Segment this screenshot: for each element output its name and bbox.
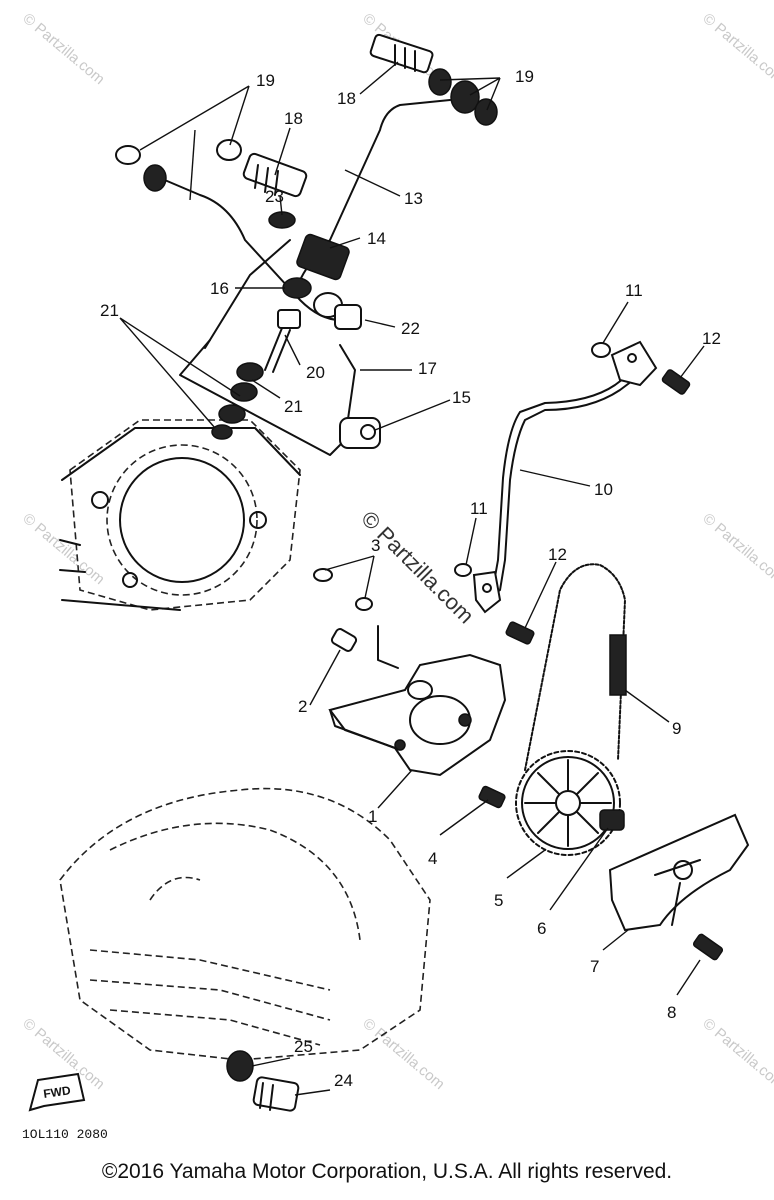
callout-20: 20 xyxy=(306,363,325,382)
watermark-text: © Partzilla.com xyxy=(699,1015,774,1093)
callout-21: 21 xyxy=(100,301,119,320)
callout-8: 8 xyxy=(667,1003,676,1022)
callout-2: 2 xyxy=(298,697,307,716)
callout-19: 19 xyxy=(256,71,275,90)
callout-22: 22 xyxy=(401,319,420,338)
callout-4: 4 xyxy=(428,849,437,868)
part-19-left-washers xyxy=(115,139,242,192)
callout-11: 11 xyxy=(625,281,643,300)
callout-16: 16 xyxy=(210,279,229,298)
oil-pipe-10 xyxy=(484,369,641,601)
pipe-10-top-flange xyxy=(610,340,658,387)
callout-11: 11 xyxy=(470,499,488,518)
watermark-layer: © Partzilla.com © Partzilla.com © Partzi… xyxy=(19,10,774,1093)
parts-diagram: © Partzilla.com © Partzilla.com © Partzi… xyxy=(19,10,774,1142)
part-12-bolt-mid xyxy=(505,621,535,645)
part-8-bolt xyxy=(692,933,724,961)
callout-5: 5 xyxy=(494,891,503,910)
part-9-chain xyxy=(524,563,627,771)
copyright-notice: ©2016 Yamaha Motor Corporation, U.S.A. A… xyxy=(101,1160,673,1183)
part-16-washer xyxy=(282,277,312,299)
part-11-oring-mid xyxy=(454,563,472,577)
callout-15: 15 xyxy=(452,388,471,407)
callout-6: 6 xyxy=(537,919,546,938)
part-7-cover xyxy=(608,813,750,932)
callout-18: 18 xyxy=(284,109,303,128)
part-2-dowel xyxy=(330,628,358,652)
crankcase-outline xyxy=(59,787,431,1061)
callout-9: 9 xyxy=(672,719,681,738)
callout-10: 10 xyxy=(594,480,613,499)
pipe-10-bottom-flange xyxy=(472,570,502,614)
fwd-label: FWD xyxy=(42,1083,71,1101)
callout-12: 12 xyxy=(702,329,721,348)
oil-pipe-17 xyxy=(179,239,356,456)
part-22-union xyxy=(313,292,362,330)
part-24-drain-plug xyxy=(252,1076,300,1112)
fwd-arrow: FWD xyxy=(28,1072,86,1112)
part-18-top-bolt xyxy=(369,33,434,74)
callout-7: 7 xyxy=(590,957,599,976)
watermark-center-text: © Partzilla.com xyxy=(356,506,479,629)
part-11-oring-top xyxy=(591,342,611,358)
part-5-sprocket xyxy=(515,750,621,856)
callout-1: 1 xyxy=(368,807,377,826)
callout-18: 18 xyxy=(337,89,356,108)
watermark-text: © Partzilla.com xyxy=(699,10,774,88)
callout-17: 17 xyxy=(418,359,437,378)
part-1-oil-pump xyxy=(328,625,507,777)
watermark-text: © Partzilla.com xyxy=(19,510,107,588)
part-12-bolt-top xyxy=(661,369,691,395)
leader-lines xyxy=(119,61,705,1096)
callout-labels: 19 18 19 18 13 23 14 16 22 20 21 17 15 2… xyxy=(100,67,721,1090)
callout-23: 23 xyxy=(265,187,284,206)
callout-13: 13 xyxy=(404,189,423,208)
watermark-text: © Partzilla.com xyxy=(359,1015,447,1093)
part-19-top-washers xyxy=(428,68,498,126)
callout-19: 19 xyxy=(515,67,534,86)
callout-3: 3 xyxy=(371,536,380,555)
part-4-bolt xyxy=(478,785,506,809)
callout-12: 12 xyxy=(548,545,567,564)
part-21-washers xyxy=(211,362,264,440)
callout-24: 24 xyxy=(334,1071,353,1090)
callout-21: 21 xyxy=(284,397,303,416)
watermark-text: © Partzilla.com xyxy=(699,510,774,588)
part-20-bolt xyxy=(264,309,301,373)
cylinder-outline xyxy=(59,419,301,611)
part-15-banjo xyxy=(339,417,381,449)
part-25-washer xyxy=(226,1050,254,1082)
callout-25: 25 xyxy=(294,1037,313,1056)
watermark-text: © Partzilla.com xyxy=(19,10,107,88)
part-6-bolt xyxy=(599,809,625,831)
callout-14: 14 xyxy=(367,229,386,248)
diagram-code: 1OL110 2080 xyxy=(22,1127,108,1142)
part-3-orings xyxy=(313,568,373,611)
